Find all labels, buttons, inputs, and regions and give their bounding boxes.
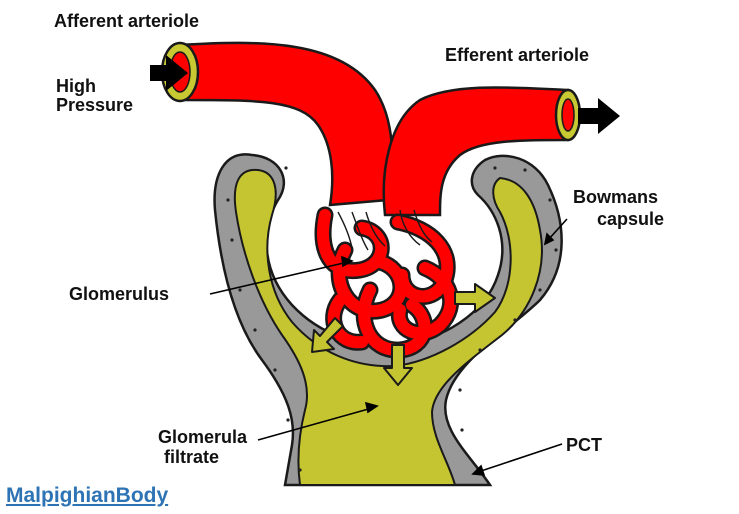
efferent-exit-arrow <box>578 98 620 134</box>
malpighian-body-caption-link[interactable]: MalpighianBody <box>6 484 168 508</box>
filtrate-label: filtrate <box>164 447 219 467</box>
pct-label: PCT <box>566 435 602 455</box>
bowmans-label: Bowmans <box>573 187 658 207</box>
afferent-arteriole-label: Afferent arteriole <box>54 11 199 31</box>
glomerulus-label: Glomerulus <box>69 284 169 304</box>
high-label: High <box>56 76 96 96</box>
glomerulus-loops <box>323 210 451 350</box>
efferent-arteriole-label: Efferent arteriole <box>445 45 589 65</box>
capsule-label: capsule <box>597 209 664 229</box>
afferent-arteriole <box>180 43 392 205</box>
pressure-label: Pressure <box>56 95 133 115</box>
glomerula-label: Glomerula <box>158 427 247 447</box>
